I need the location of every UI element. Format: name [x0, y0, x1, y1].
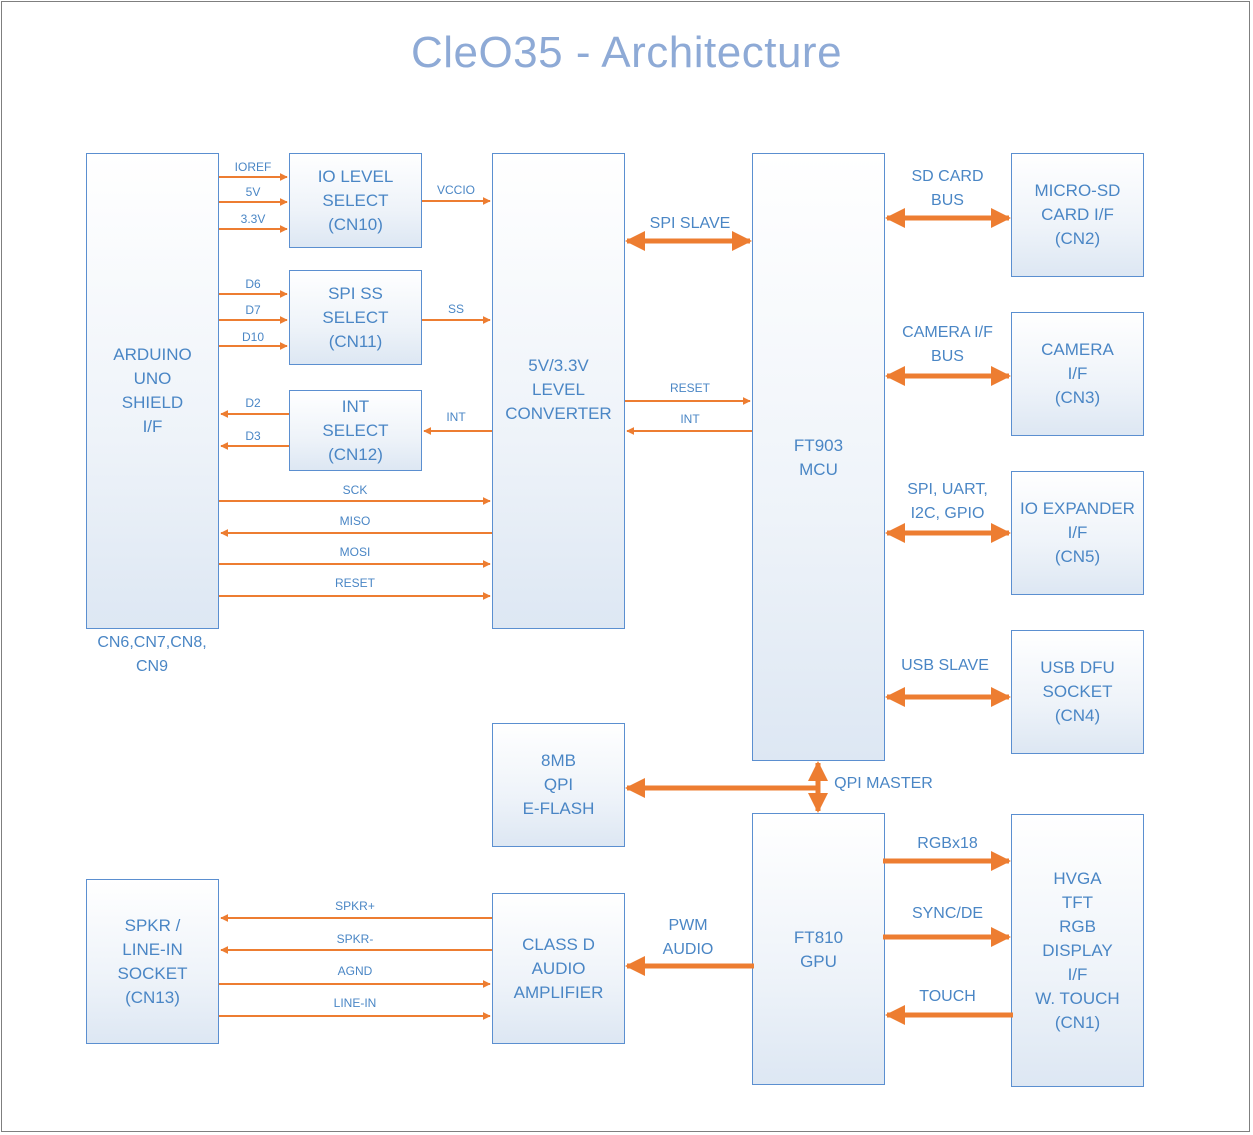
camera-block: CAMERA I/F (CN3)	[1011, 312, 1144, 436]
label-d2: D2	[245, 396, 261, 410]
label-qpi-master: QPI MASTER	[834, 775, 933, 792]
label-int-right: INT	[680, 412, 700, 426]
display-block: HVGA TFT RGB DISPLAY I/F W. TOUCH (CN1)	[1011, 814, 1144, 1087]
label-3v3: 3.3V	[240, 212, 266, 226]
label-pwm-audio: PWM AUDIO	[662, 917, 714, 958]
label-vccio: VCCIO	[436, 183, 475, 197]
label-spi-slave: SPI SLAVE	[649, 215, 731, 232]
label-io-bus: SPI, UART, I2C, GPIO	[907, 481, 988, 522]
label-usb-slave: USB SLAVE	[901, 657, 989, 674]
amplifier-block: CLASS D AUDIO AMPLIFIER	[492, 893, 625, 1044]
label-reset-right: RESET	[669, 381, 710, 395]
spi-ss-select-block: SPI SS SELECT (CN11)	[289, 270, 422, 365]
diagram-title: CleO35 - Architecture	[410, 28, 843, 77]
label-d6: D6	[245, 277, 261, 291]
label-camera-bus: CAMERA I/F BUS	[902, 324, 993, 365]
label-spkr-minus: SPKR-	[336, 932, 374, 946]
label-miso: MISO	[339, 514, 371, 528]
label-d3: D3	[245, 429, 261, 443]
label-reset-left: RESET	[334, 576, 375, 590]
arduino-block: ARDUINO UNO SHIELD I/F	[86, 153, 219, 629]
io-level-select-block: IO LEVEL SELECT (CN10)	[289, 153, 422, 248]
label-spkr-plus: SPKR+	[335, 899, 375, 913]
usb-dfu-block: USB DFU SOCKET (CN4)	[1011, 630, 1144, 754]
label-5v: 5V	[245, 185, 261, 199]
speaker-socket-block: SPKR / LINE-IN SOCKET (CN13)	[86, 879, 219, 1044]
micro-sd-block: MICRO-SD CARD I/F (CN2)	[1011, 153, 1144, 277]
label-d10: D10	[241, 330, 264, 344]
ft810-gpu-block: FT810 GPU	[752, 813, 885, 1085]
label-mosi: MOSI	[339, 545, 371, 559]
label-sync: SYNC/DE	[911, 905, 984, 922]
label-ss: SS	[447, 302, 464, 316]
int-select-block: INT SELECT (CN12)	[289, 390, 422, 471]
label-line-in: LINE-IN	[333, 996, 377, 1010]
arduino-connectors-label: CN6,CN7,CN8, CN9	[97, 634, 207, 675]
label-sck: SCK	[342, 483, 368, 497]
label-sd-card-bus: SD CARD BUS	[911, 168, 984, 209]
label-agnd: AGND	[337, 964, 373, 978]
ft903-mcu-block: FT903 MCU	[752, 153, 885, 761]
label-d7: D7	[245, 303, 261, 317]
eflash-block: 8MB QPI E-FLASH	[492, 723, 625, 847]
label-ioref: IOREF	[234, 160, 272, 174]
io-expander-block: IO EXPANDER I/F (CN5)	[1011, 471, 1144, 595]
label-touch: TOUCH	[919, 988, 976, 1005]
level-converter-block: 5V/3.3V LEVEL CONVERTER	[492, 153, 625, 629]
label-rgb: RGBx18	[917, 835, 978, 852]
label-int-left: INT	[446, 410, 466, 424]
